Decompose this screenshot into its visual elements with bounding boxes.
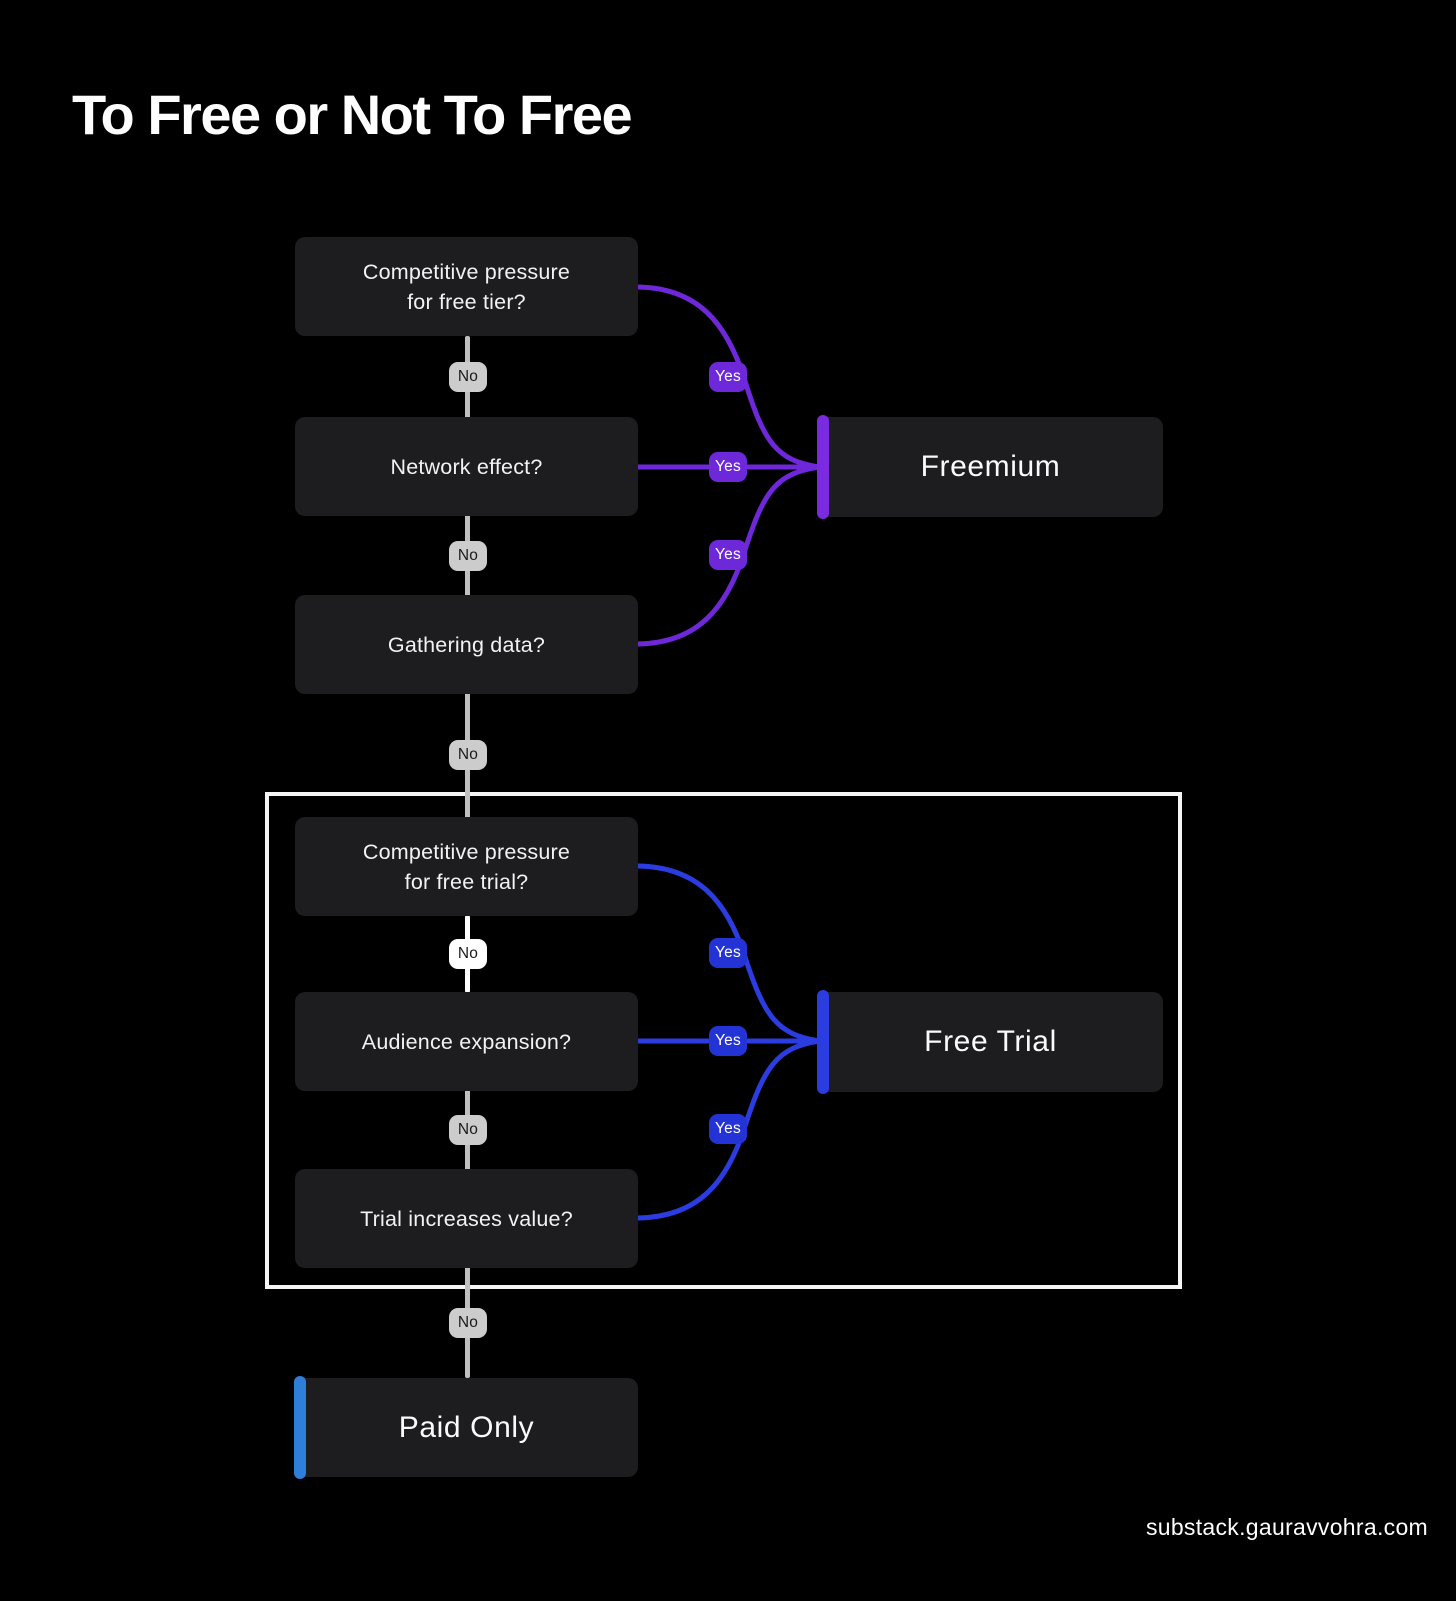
question-label: Audience expansion? <box>361 1029 572 1054</box>
yes-badge-trial-value: Yes <box>709 1114 747 1144</box>
outcome-node-freemium: Freemium <box>817 415 1163 519</box>
question-node-free-trial-pressure: Competitive pressure for free trial? <box>295 817 638 916</box>
no-badge-network-effect: No <box>449 541 487 571</box>
no-badge-free-trial-pressure: No <box>449 939 487 969</box>
no-badge-gathering-data: No <box>449 740 487 770</box>
diagram-title: To Free or Not To Free <box>72 83 633 146</box>
question-label: Competitive pressure for free tier? <box>362 259 571 314</box>
question-node-free-tier-pressure: Competitive pressure for free tier? <box>295 237 638 336</box>
question-label: Gathering data? <box>387 632 546 657</box>
question-node-trial-increases-value: Trial increases value? <box>295 1169 638 1268</box>
no-badge-trial-value: No <box>449 1308 487 1338</box>
yes-badge-free-tier: Yes <box>709 362 747 392</box>
outcome-node-paid-only: Paid Only <box>294 1376 638 1479</box>
yes-badge-gathering-data: Yes <box>709 540 747 570</box>
outcome-label: Free Trial <box>924 1025 1057 1058</box>
question-node-network-effect: Network effect? <box>295 417 638 516</box>
accent-bar <box>294 1376 306 1479</box>
question-node-audience-expansion: Audience expansion? <box>295 992 638 1091</box>
yes-badge-network-effect: Yes <box>709 452 747 482</box>
accent-bar <box>817 415 829 519</box>
accent-bar <box>817 990 829 1094</box>
free-trial-group-frame <box>265 792 1182 1289</box>
outcome-node-free-trial: Free Trial <box>817 990 1163 1094</box>
question-label: Network effect? <box>390 454 543 479</box>
no-badge-audience-expansion: No <box>449 1115 487 1145</box>
yes-badge-audience-expansion: Yes <box>709 1026 747 1056</box>
watermark: substack.gauravvohra.com <box>1145 1514 1428 1540</box>
question-label: Competitive pressure for free trial? <box>362 839 571 894</box>
question-label: Trial increases value? <box>360 1206 573 1231</box>
yes-badge-free-trial-pressure: Yes <box>709 938 747 968</box>
outcome-label: Freemium <box>920 450 1061 483</box>
no-badge-free-tier: No <box>449 362 487 392</box>
question-node-gathering-data: Gathering data? <box>295 595 638 694</box>
outcome-label: Paid Only <box>398 1410 535 1444</box>
